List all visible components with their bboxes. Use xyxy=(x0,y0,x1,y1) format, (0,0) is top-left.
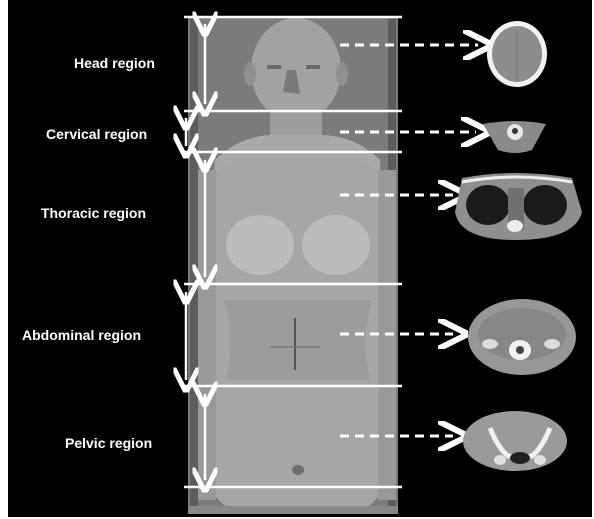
ct-slice-abdominal xyxy=(468,299,576,375)
ct-slice-pelvic xyxy=(463,411,567,471)
ct-slice-thoracic xyxy=(455,173,582,240)
ct-slice-cervical xyxy=(483,121,546,153)
ct-slice-head xyxy=(487,21,547,87)
body-scan-image xyxy=(188,16,398,514)
